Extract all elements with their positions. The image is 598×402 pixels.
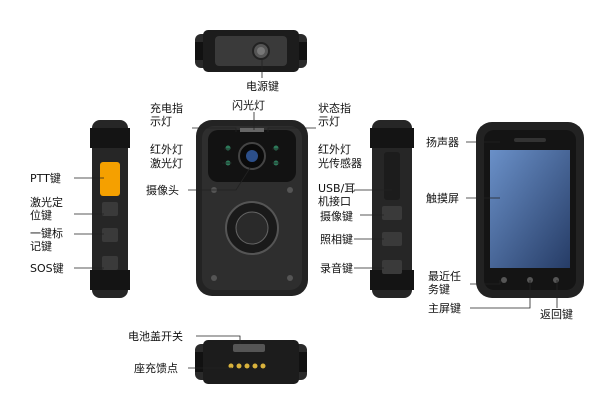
label-light-sensor: 光传感器: [318, 157, 362, 170]
label-ptt-key: PTT键: [30, 172, 61, 185]
device-top-view: [195, 30, 307, 72]
device-right-side-view: [370, 120, 414, 298]
label-infrared-left: 红外灯: [150, 143, 183, 156]
ptt-key-icon: [100, 162, 120, 196]
label-charge-contacts: 座充馈点: [134, 362, 178, 375]
label-touch-screen: 触摸屏: [426, 192, 459, 205]
label-infrared-right: 红外灯: [318, 143, 351, 156]
label-laser-light: 激光灯: [150, 157, 183, 170]
label-power-key: 电源键: [246, 80, 279, 93]
device-back-view: [476, 122, 584, 298]
label-status-indicator: 状态指示灯: [318, 102, 351, 128]
label-back-key: 返回键: [540, 308, 573, 321]
label-camera: 摄像头: [146, 184, 179, 197]
label-sos-key: SOS键: [30, 262, 64, 275]
label-one-key-mark: 一键标记键: [30, 227, 63, 253]
label-photo-key: 照相键: [320, 233, 353, 246]
label-laser-positioning-key: 激光定位键: [30, 196, 63, 222]
device-front-view: [196, 120, 308, 296]
label-speaker: 扬声器: [426, 136, 459, 149]
device-left-side-view: [90, 120, 130, 298]
label-record-key: 录音键: [320, 262, 353, 275]
label-battery-switch: 电池盖开关: [128, 330, 183, 343]
label-charge-indicator: 充电指示灯: [150, 102, 183, 128]
label-flash-light: 闪光灯: [232, 99, 265, 112]
label-video-key: 摄像键: [320, 210, 353, 223]
device-bottom-view: [195, 340, 307, 384]
label-home-key: 主屏键: [428, 302, 461, 315]
label-usb-port: USB/耳机接口: [318, 182, 356, 208]
label-recent-tasks-key: 最近任务键: [428, 270, 461, 296]
